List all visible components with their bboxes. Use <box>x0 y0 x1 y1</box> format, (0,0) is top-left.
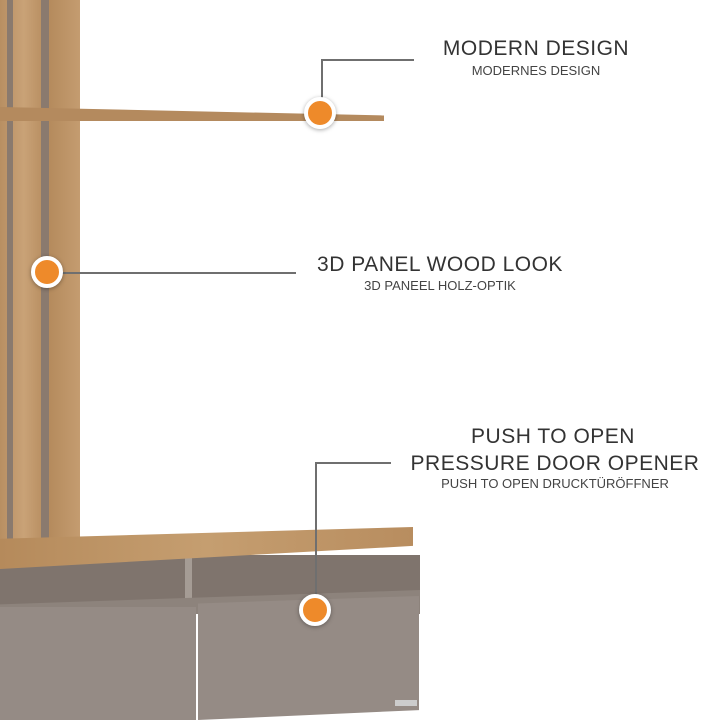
callout-title: 3D PANEL WOOD LOOK <box>317 253 563 276</box>
callout-line <box>321 59 414 61</box>
callout-title-line2: PRESSURE DOOR OPENER <box>410 452 700 475</box>
callout-title-line1: PUSH TO OPEN <box>471 425 635 448</box>
panel-groove <box>7 0 13 545</box>
callout-line <box>321 60 323 102</box>
callout-line <box>315 462 391 464</box>
callout-subtitle: MODERNES DESIGN <box>471 63 601 78</box>
hotspot-push-to-open[interactable] <box>299 594 331 626</box>
niche-divider <box>185 558 192 600</box>
hotspot-modern-design[interactable] <box>304 97 336 129</box>
cabinet-foot <box>395 700 417 706</box>
callout-line <box>315 463 317 597</box>
callout-subtitle: PUSH TO OPEN DRUCKTÜRÖFFNER <box>441 476 669 491</box>
callout-line <box>60 272 296 274</box>
callout-subtitle: 3D PANEEL HOLZ-OPTIK <box>364 278 516 293</box>
cabinet-door-left <box>0 607 196 720</box>
hotspot-3d-panel[interactable] <box>31 256 63 288</box>
callout-title: MODERN DESIGN <box>442 37 630 60</box>
